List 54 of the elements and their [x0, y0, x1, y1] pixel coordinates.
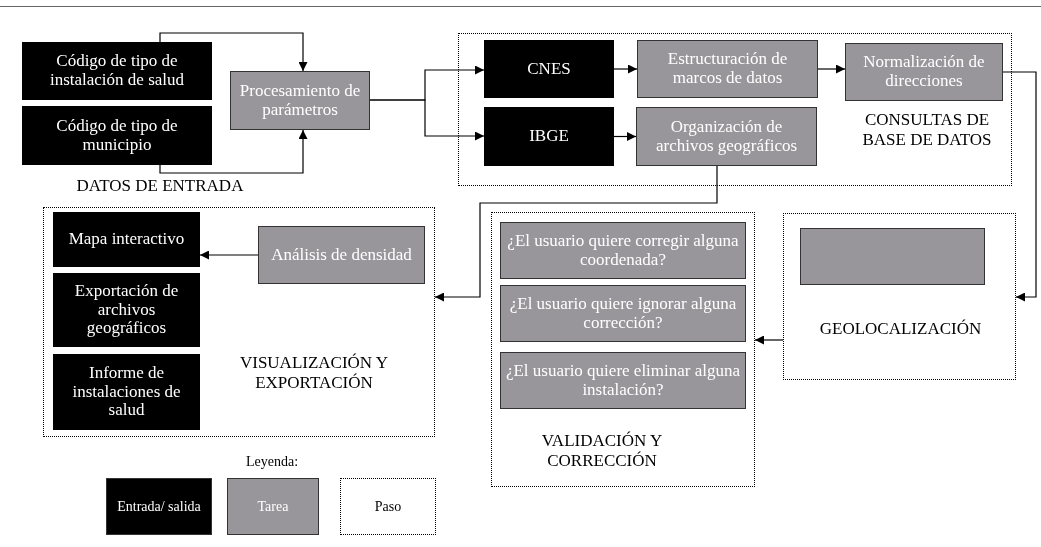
- question-box: [500, 222, 746, 279]
- step-frame: [783, 213, 1016, 380]
- step-heading: VALIDACIÓN Y CORRECCIÓN: [540, 431, 664, 471]
- question-box: [500, 285, 746, 342]
- arrow: [613, 132, 637, 141]
- box-label: Exportación de archivos geográficos: [73, 281, 180, 339]
- arrow: [613, 64, 638, 74]
- task-box: [800, 228, 985, 285]
- box-label: Estructuración de marcos de datos: [666, 50, 789, 88]
- box-label: Informe de instalaciones de salud: [71, 363, 182, 421]
- legend-label: Entrada/ salida: [117, 497, 201, 516]
- box-label: ¿El usuario quiere corregir alguna coordenada?: [506, 231, 740, 270]
- arrow: [199, 250, 259, 260]
- legend-title: Leyenda:: [244, 453, 300, 471]
- step-frame: [458, 33, 1012, 186]
- box-label: ¿El usuario quiere eliminar alguna instalación?: [505, 361, 741, 400]
- data-source-box: [484, 40, 614, 98]
- data-source-box: [484, 107, 614, 166]
- step-frame: [491, 212, 755, 487]
- output-box: [53, 212, 200, 267]
- box-label: Procesamiento de parámetros: [238, 81, 362, 120]
- input-box: [22, 42, 212, 100]
- arrow: [159, 129, 308, 174]
- arrow: [434, 165, 718, 302]
- output-box: [53, 273, 200, 347]
- box-label: Organización de archivos geográficos: [654, 117, 799, 156]
- step-heading: VISUALIZACIÓN Y EXPORTACIÓN: [238, 353, 390, 393]
- box-label: CNES: [527, 59, 571, 79]
- step-frame: [43, 207, 435, 437]
- box-label: IBGE: [529, 127, 569, 146]
- box-label: ¿El usuario quiere ignorar alguna corrección?: [508, 294, 738, 333]
- arrow: [159, 32, 308, 72]
- task-box: [845, 43, 1003, 101]
- group-label: DATOS DE ENTRADA: [75, 175, 245, 197]
- box-label: Análisis de densidad: [271, 245, 412, 265]
- step-heading: CONSULTAS DE BASE DE DATOS: [861, 110, 993, 150]
- question-box: [500, 352, 746, 409]
- task-box: [230, 71, 370, 130]
- box-label: Código de tipo de municipio: [55, 116, 179, 155]
- input-box: [22, 106, 212, 165]
- box-label: Normalización de direcciones: [862, 53, 986, 91]
- task-box: [258, 226, 425, 284]
- task-box: [637, 40, 818, 98]
- arrow: [1002, 71, 1037, 302]
- arrow: [754, 335, 784, 345]
- legend-label: Tarea: [257, 497, 289, 516]
- box-label: Código de tipo de instalación de salud: [48, 52, 186, 90]
- arrow: [817, 64, 846, 74]
- legend-label: Paso: [374, 497, 402, 516]
- box-label: Mapa interactivo: [68, 230, 185, 249]
- arrow: [369, 99, 485, 141]
- task-box: [636, 107, 817, 166]
- step-heading: GEOLOCALIZACIÓN: [818, 319, 983, 339]
- output-box: [53, 354, 200, 430]
